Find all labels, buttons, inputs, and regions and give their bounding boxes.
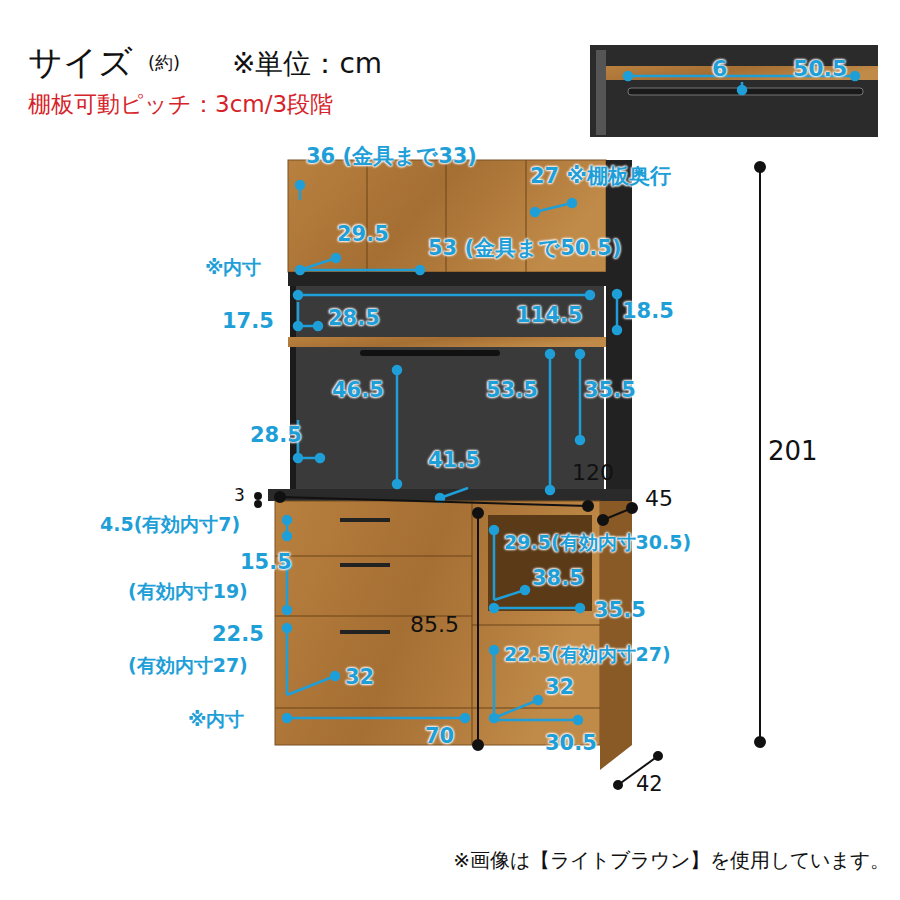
dimension-label: 29.5 — [337, 224, 389, 245]
handle — [340, 630, 390, 634]
dimension-label: 棚板可動ピッチ：3cm/3段階 — [28, 93, 333, 116]
plinth-line — [275, 708, 600, 709]
dimension-label: 32 — [545, 677, 574, 698]
dimension-label: (約) — [148, 54, 180, 72]
dimension-label: 6 — [712, 58, 727, 80]
side-frame — [606, 160, 632, 490]
dimension-label: 120 — [572, 462, 614, 484]
open-shelf — [292, 286, 604, 490]
dimension-label: 53.5 — [486, 380, 538, 401]
dimension-label: 41.5 — [428, 450, 480, 471]
drawer-gap — [472, 625, 600, 626]
dimension-label: 28.5 — [328, 308, 380, 329]
door-gap — [367, 160, 368, 272]
dimension-lines — [283, 72, 859, 724]
dimension-label: 201 — [768, 438, 818, 464]
inset-frame — [596, 50, 606, 135]
caption: ※画像は【ライトブラウン】を使用しています。 — [453, 850, 890, 870]
dimension-label: 42 — [636, 774, 663, 795]
frame-bar — [288, 272, 606, 286]
dimension-label: 38.5 — [532, 568, 584, 589]
dimension-label: 28.5 — [250, 425, 302, 446]
heading: サイズ — [28, 45, 133, 79]
dimension-label: 27 ※棚板奥行 — [530, 166, 671, 187]
dimension-label: 70 — [425, 726, 454, 747]
dimension-label: 85.5 — [410, 614, 459, 636]
outer-dimension-lines — [255, 162, 765, 789]
handle — [340, 518, 390, 522]
handle — [340, 563, 390, 567]
dimension-label: 30.5 — [545, 733, 597, 754]
dimension-label: 18.5 — [622, 301, 674, 322]
rail — [360, 350, 500, 356]
drawer-gap — [275, 556, 472, 557]
dimension-label: 36 (金具まで33) — [306, 146, 477, 167]
dimension-label: 29.5(有効内寸30.5) — [504, 533, 691, 552]
dimension-label: 4.5(有効内寸7) — [100, 515, 240, 534]
inset-photo — [590, 45, 878, 137]
shelf-board — [288, 337, 606, 347]
dimension-label: 22.5 — [212, 624, 264, 645]
dimension-label: ※単位：cm — [232, 50, 382, 78]
dimension-label: ※内寸 — [205, 258, 261, 277]
dimension-label: 17.5 — [222, 311, 274, 332]
dimension-label: 35.5 — [594, 600, 646, 621]
dimension-label: 15.5 — [240, 552, 292, 573]
dimension-label: 35.5 — [584, 380, 636, 401]
niche — [488, 515, 592, 611]
dimension-label: (有効内寸27) — [128, 656, 248, 675]
dimension-label: ※内寸 — [188, 710, 244, 729]
dimension-label: 45 — [645, 488, 673, 510]
dimension-label: 114.5 — [516, 305, 582, 326]
dimension-label: 3 — [234, 487, 245, 504]
dimension-label: 22.5(有効内寸27) — [504, 645, 671, 664]
dimension-label: 53 (金具まで50.5) — [428, 238, 622, 259]
dimension-label: 50.5 — [793, 58, 847, 80]
dimension-label: 32 — [345, 667, 374, 688]
dimension-label: (有効内寸19) — [128, 582, 248, 601]
dimension-label: 46.5 — [332, 380, 384, 401]
